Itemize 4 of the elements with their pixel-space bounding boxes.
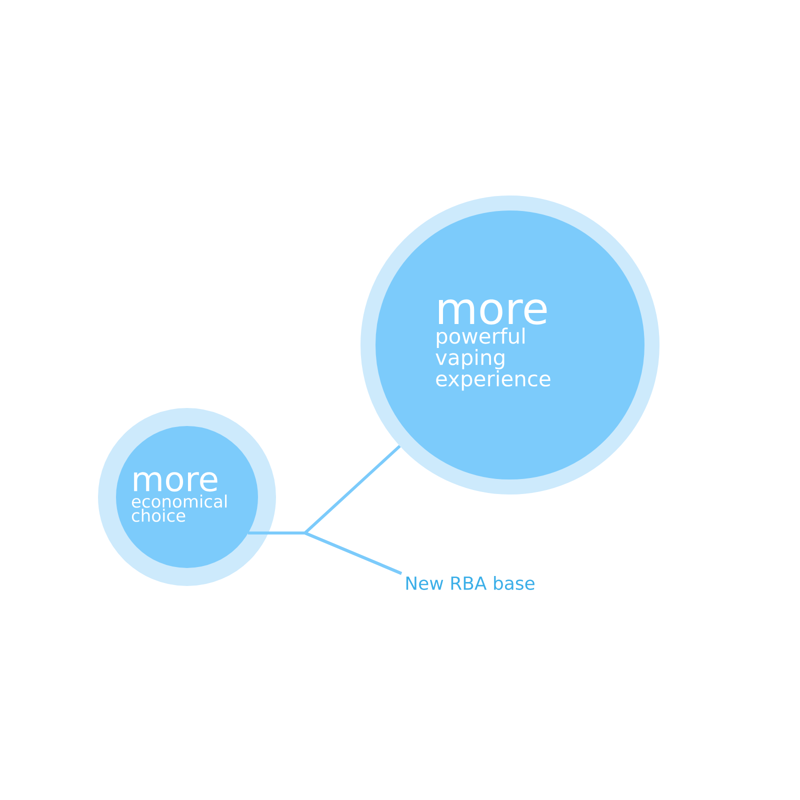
connector-line: [304, 444, 402, 575]
circle-bubble: more economical choice: [98, 408, 276, 586]
circle-bubble: more powerful vaping experience: [360, 196, 660, 494]
caption-text: New RBA base: [406, 576, 534, 590]
